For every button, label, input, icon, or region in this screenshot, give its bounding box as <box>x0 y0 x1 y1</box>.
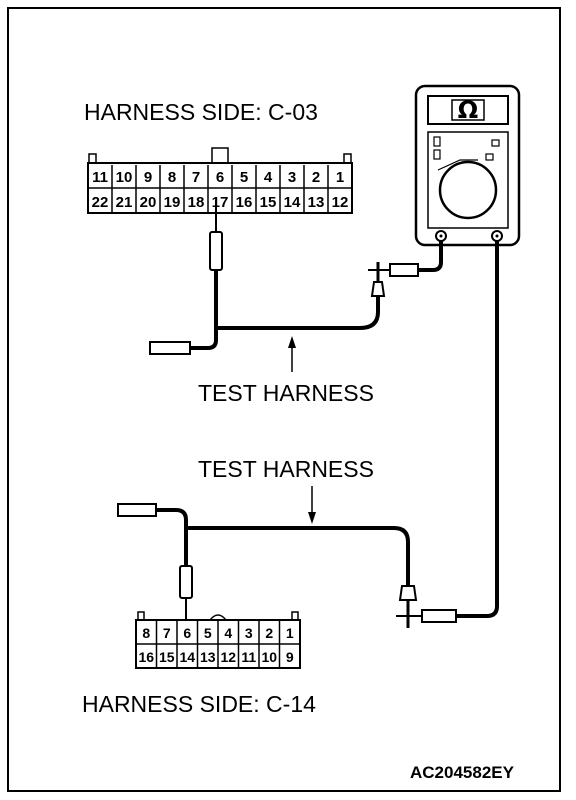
c03-pin-number: 8 <box>168 169 176 186</box>
c14-pin-number: 7 <box>163 625 171 641</box>
lower-test-harness-label: TEST HARNESS <box>198 456 374 482</box>
lower-harness-free-terminal <box>117 503 157 517</box>
lower-test-harness-arrow <box>308 486 316 524</box>
c14-pin-number: 12 <box>220 649 236 665</box>
c14-pin-number: 15 <box>159 649 175 665</box>
c03-pin-number: 20 <box>140 194 157 211</box>
c03-pin-number: 15 <box>260 194 277 211</box>
c03-pin-number: 6 <box>216 169 224 186</box>
c03-pin-number: 7 <box>192 169 200 186</box>
c14-pin-number: 8 <box>142 625 150 641</box>
c03-pin-number: 13 <box>308 194 325 211</box>
upper-test-harness-label: TEST HARNESS <box>198 380 374 406</box>
ohmmeter: Ω <box>414 84 521 247</box>
upper-harness-free-terminal <box>149 341 191 355</box>
lower-clip-connector <box>396 585 457 628</box>
c14-pin-number: 11 <box>241 649 256 665</box>
c03-pin-number: 16 <box>236 194 253 211</box>
c03-pin-number: 18 <box>188 194 205 211</box>
c03-pin-number: 17 <box>212 194 229 211</box>
lower-test-harness-wire <box>156 508 410 586</box>
c14-pin-number: 6 <box>183 625 191 641</box>
c14-pin-number: 16 <box>138 649 154 665</box>
c14-pin-number: 2 <box>265 625 273 641</box>
upper-test-harness-wire <box>190 270 380 350</box>
c14-pin-number: 4 <box>224 625 232 641</box>
c03-pin-number: 14 <box>284 194 301 211</box>
c03-pin-number: 19 <box>164 194 181 211</box>
c03-pin-number: 12 <box>332 194 349 211</box>
upper-test-harness-arrow <box>288 336 296 372</box>
c14-pin-number: 3 <box>245 625 253 641</box>
c03-pin-number: 1 <box>336 169 344 186</box>
meter-left-lead <box>418 241 443 272</box>
c14-pin-number: 13 <box>200 649 216 665</box>
meter-right-lead <box>456 241 499 618</box>
ohm-symbol: Ω <box>458 96 478 124</box>
ohmmeter-dial <box>438 160 498 220</box>
c03-pin-number: 9 <box>144 169 152 186</box>
figure-code: AC204582EY <box>410 763 515 782</box>
c03-pin-number: 2 <box>312 169 320 186</box>
c14-pin-number: 14 <box>179 649 195 665</box>
c03-pin-number: 10 <box>116 169 133 186</box>
c14-pin-number: 9 <box>286 649 294 665</box>
harness-side-c14-label: HARNESS SIDE: C-14 <box>82 691 316 717</box>
c03-pin-number: 11 <box>92 169 108 186</box>
figure-border <box>7 7 561 792</box>
c03-pin-number: 22 <box>92 194 109 211</box>
c03-pin-number: 5 <box>240 169 248 186</box>
harness-side-c03-label: HARNESS SIDE: C-03 <box>84 99 318 125</box>
c14-pin-number: 1 <box>286 625 294 641</box>
c03-pin-number: 21 <box>116 194 133 211</box>
c14-pin-number: 5 <box>204 625 212 641</box>
c03-pin-number: 3 <box>288 169 296 186</box>
c03-pin-number: 4 <box>264 169 273 186</box>
c14-pin-number: 10 <box>261 649 277 665</box>
upper-clip-connector <box>368 262 419 297</box>
